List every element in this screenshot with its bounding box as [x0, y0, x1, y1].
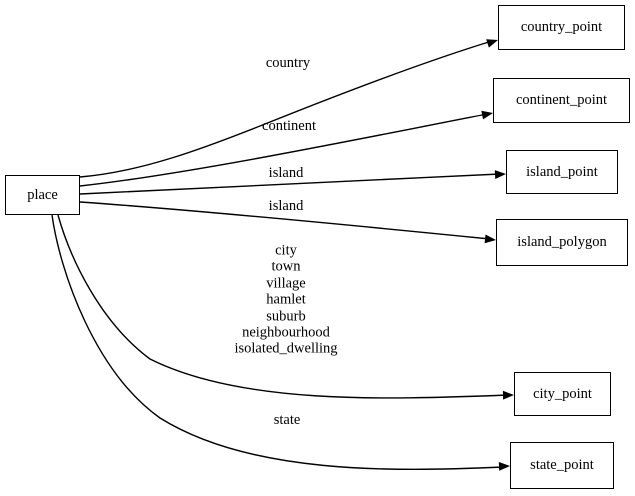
edge-place-to-state_point — [51, 214, 505, 471]
node-label: island_point — [526, 163, 598, 180]
arrowhead-icon — [494, 170, 506, 179]
edge-place-to-country_point — [79, 40, 493, 178]
node-continent_point[interactable]: continent_point — [493, 78, 630, 123]
node-label: city_point — [533, 385, 592, 402]
edge-place-to-continent_point — [79, 113, 488, 187]
node-label: island_polygon — [517, 234, 607, 251]
node-island_polygon[interactable]: island_polygon — [496, 219, 628, 266]
node-label: state_point — [530, 457, 594, 474]
edge-label-city_point: city town village hamlet suburb neighbou… — [234, 242, 338, 358]
edge-paths — [51, 40, 509, 471]
edge-arrowheads — [481, 39, 514, 471]
node-label: country_point — [520, 19, 603, 36]
edge-label-island_polygon: island — [268, 197, 304, 214]
edge-label-island_point: island — [268, 164, 304, 181]
edge-place-to-city_point — [57, 214, 509, 399]
arrowhead-icon — [498, 461, 510, 471]
node-state_point[interactable]: state_point — [510, 442, 614, 489]
node-island_point[interactable]: island_point — [506, 150, 618, 194]
edge-label-state_point: state — [273, 411, 301, 428]
node-city_point[interactable]: city_point — [514, 372, 611, 416]
arrowhead-icon — [484, 234, 496, 244]
arrowhead-icon — [481, 110, 493, 120]
node-country_point[interactable]: country_point — [498, 5, 625, 50]
node-label: place — [27, 186, 58, 203]
node-place[interactable]: place — [5, 175, 80, 215]
node-label: continent_point — [515, 92, 607, 109]
edge-label-continent_point: continent — [262, 117, 316, 134]
arrowhead-icon — [502, 390, 514, 400]
arrowhead-icon — [486, 39, 498, 48]
edge-place-to-island_point — [79, 173, 501, 195]
edge-place-to-island_polygon — [79, 201, 491, 240]
edge-label-country_point: country — [265, 54, 311, 71]
